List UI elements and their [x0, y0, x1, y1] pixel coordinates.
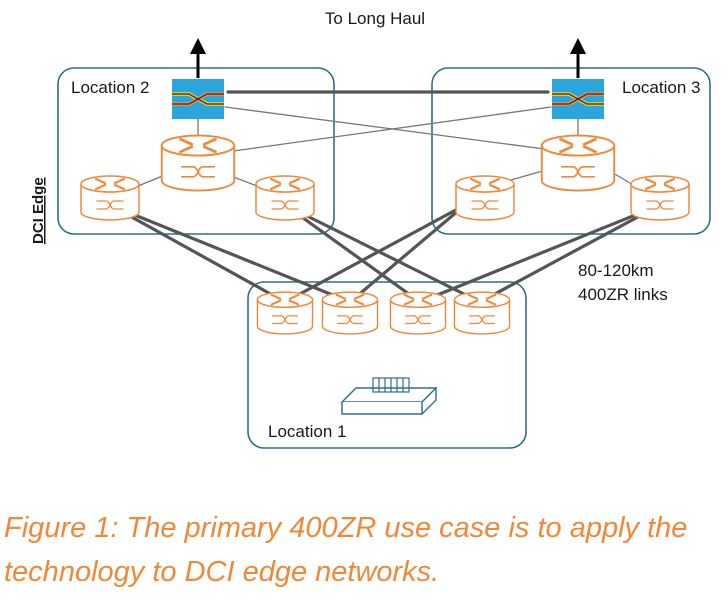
links [108, 90, 662, 304]
router-icon [453, 291, 511, 335]
location-3-box [431, 67, 711, 235]
router-icon [540, 134, 616, 192]
link-label-distance: 80-120km [578, 261, 654, 280]
link-label-type: 400ZR links [578, 285, 668, 304]
up-arrow-icon [190, 38, 206, 78]
optical-switch-icon [550, 77, 606, 121]
router-icon [79, 174, 141, 222]
figure-caption: Figure 1: The primary 400ZR use case is … [4, 512, 688, 588]
location-3-label: Location 3 [622, 78, 700, 97]
router-icon [160, 134, 236, 192]
server-chassis-icon [340, 377, 438, 415]
router-icon [389, 291, 447, 335]
side-label: DCI Edge [30, 177, 47, 244]
router-icon [254, 174, 316, 222]
router-icon [629, 174, 691, 222]
optical-switch-icon [170, 77, 226, 121]
location-1-box [247, 281, 527, 449]
router-icon [321, 291, 379, 335]
router-icon [454, 174, 516, 222]
network-diagram: To Long Haul Location 2 Location 3 Locat… [30, 9, 711, 449]
up-arrow-icon [570, 38, 586, 78]
top-label: To Long Haul [325, 9, 425, 28]
location-1-label: Location 1 [268, 422, 346, 441]
location-2-box [57, 67, 335, 235]
location-2-label: Location 2 [71, 78, 149, 97]
router-icon [256, 291, 314, 335]
